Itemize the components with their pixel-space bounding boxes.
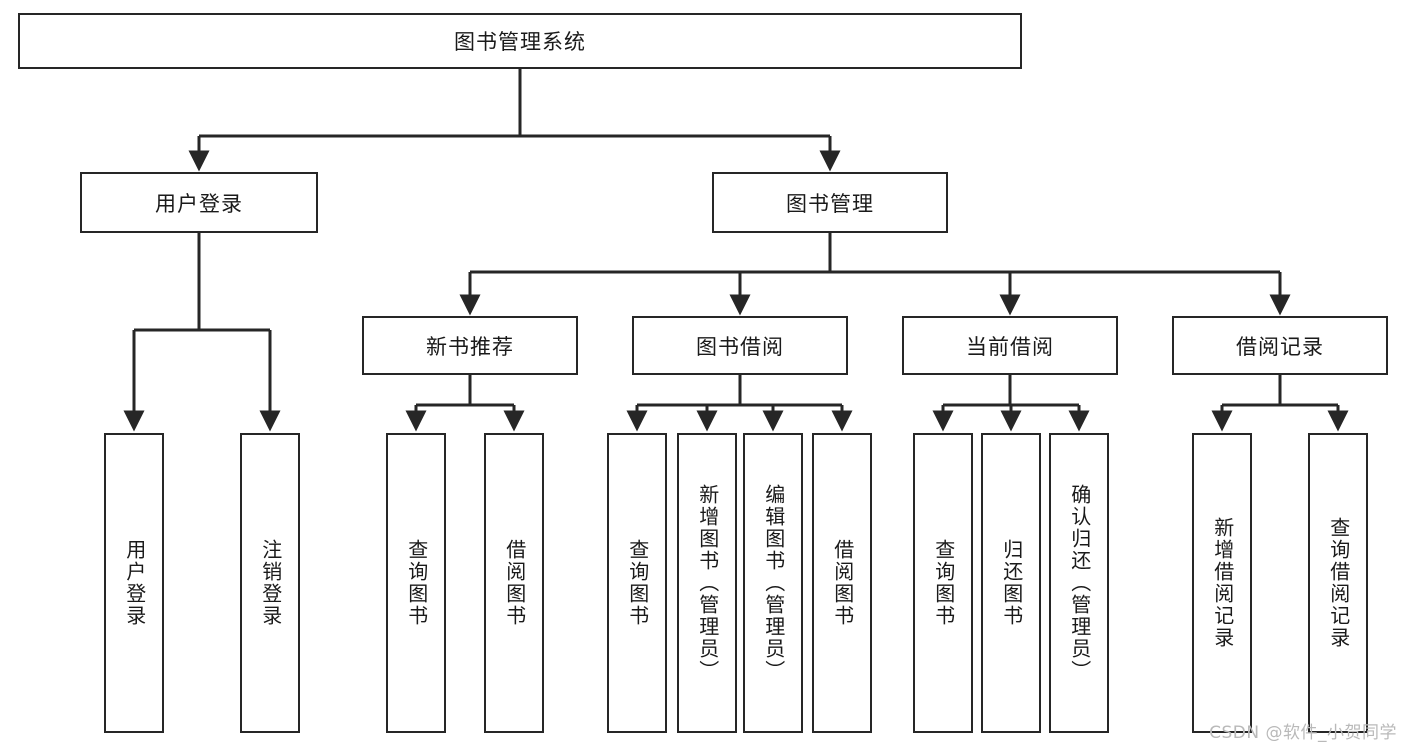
node-leaf-borrow-book-2-label: 借阅图书 bbox=[830, 539, 855, 627]
node-leaf-return-book[interactable]: 归还图书 bbox=[981, 433, 1041, 733]
node-user-login-label: 用户登录 bbox=[155, 191, 243, 216]
node-leaf-logout[interactable]: 注销登录 bbox=[240, 433, 300, 733]
node-leaf-borrow-book-2[interactable]: 借阅图书 bbox=[812, 433, 872, 733]
node-leaf-add-book[interactable]: 新增图书（管理员） bbox=[677, 433, 737, 733]
watermark: CSDN @软件_小贺同学 bbox=[1209, 723, 1397, 743]
node-leaf-query-book-2[interactable]: 查询图书 bbox=[607, 433, 667, 733]
node-book-manage-label: 图书管理 bbox=[786, 191, 874, 216]
node-leaf-query-book-1-label: 查询图书 bbox=[404, 539, 429, 627]
node-root[interactable]: 图书管理系统 bbox=[18, 13, 1022, 69]
node-leaf-query-book-1[interactable]: 查询图书 bbox=[386, 433, 446, 733]
node-leaf-query-book-2-label: 查询图书 bbox=[625, 539, 650, 627]
node-leaf-edit-book[interactable]: 编辑图书（管理员） bbox=[743, 433, 803, 733]
node-borrow-record-label: 借阅记录 bbox=[1236, 334, 1324, 359]
node-leaf-confirm-return-label: 确认归还（管理员） bbox=[1067, 484, 1092, 682]
node-current-borrow[interactable]: 当前借阅 bbox=[902, 316, 1118, 375]
node-leaf-borrow-book-1-label: 借阅图书 bbox=[502, 539, 527, 627]
node-book-borrow-label: 图书借阅 bbox=[696, 334, 784, 359]
node-leaf-logout-label: 注销登录 bbox=[258, 539, 283, 627]
node-leaf-borrow-book-1[interactable]: 借阅图书 bbox=[484, 433, 544, 733]
node-borrow-record[interactable]: 借阅记录 bbox=[1172, 316, 1388, 375]
node-leaf-user-login-label: 用户登录 bbox=[122, 539, 147, 627]
node-current-borrow-label: 当前借阅 bbox=[966, 334, 1054, 359]
node-leaf-edit-book-label: 编辑图书（管理员） bbox=[761, 484, 786, 682]
node-new-book-rec-label: 新书推荐 bbox=[426, 334, 514, 359]
node-root-label: 图书管理系统 bbox=[454, 30, 586, 54]
node-book-borrow[interactable]: 图书借阅 bbox=[632, 316, 848, 375]
node-leaf-add-record[interactable]: 新增借阅记录 bbox=[1192, 433, 1252, 733]
node-leaf-query-record[interactable]: 查询借阅记录 bbox=[1308, 433, 1368, 733]
node-new-book-rec[interactable]: 新书推荐 bbox=[362, 316, 578, 375]
node-leaf-user-login[interactable]: 用户登录 bbox=[104, 433, 164, 733]
node-leaf-query-book-3[interactable]: 查询图书 bbox=[913, 433, 973, 733]
node-user-login[interactable]: 用户登录 bbox=[80, 172, 318, 233]
node-leaf-query-book-3-label: 查询图书 bbox=[931, 539, 956, 627]
node-leaf-add-book-label: 新增图书（管理员） bbox=[695, 484, 720, 682]
node-book-manage[interactable]: 图书管理 bbox=[712, 172, 948, 233]
node-leaf-add-record-label: 新增借阅记录 bbox=[1210, 517, 1235, 649]
node-leaf-confirm-return[interactable]: 确认归还（管理员） bbox=[1049, 433, 1109, 733]
node-leaf-return-book-label: 归还图书 bbox=[999, 539, 1024, 627]
node-leaf-query-record-label: 查询借阅记录 bbox=[1326, 517, 1351, 649]
